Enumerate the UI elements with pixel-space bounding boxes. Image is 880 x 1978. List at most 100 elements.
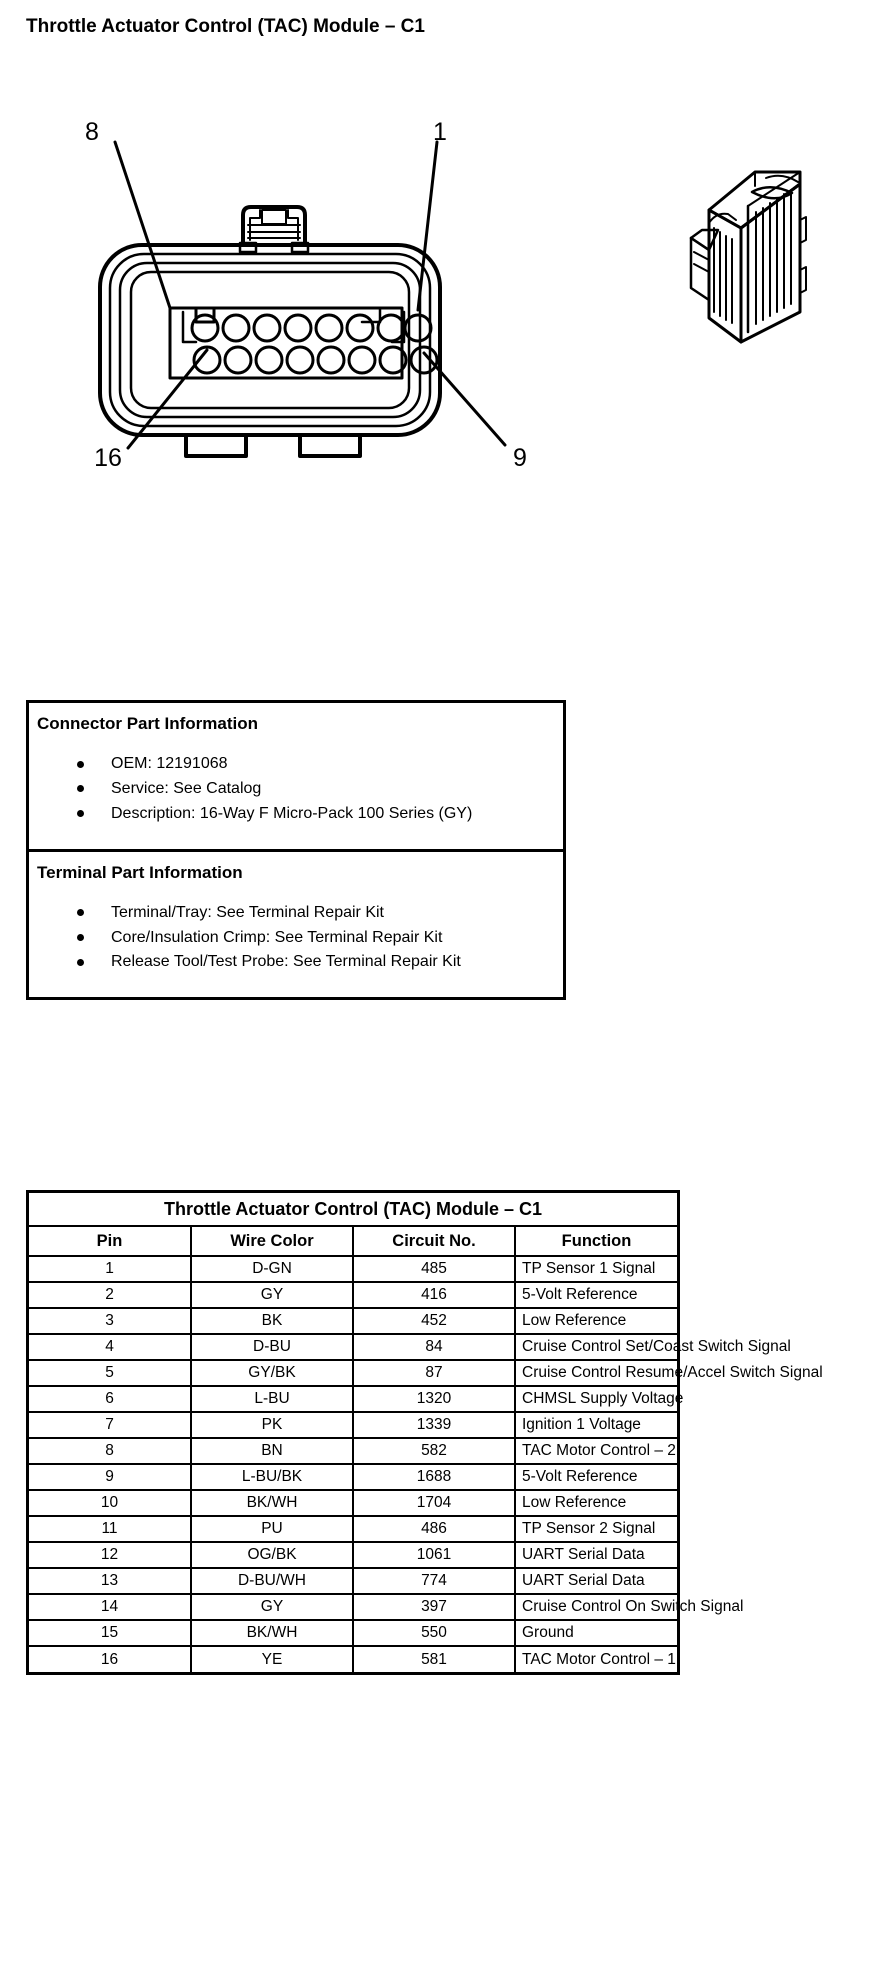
- cell-circuit: 582: [352, 1437, 516, 1465]
- cell-pin: 2: [29, 1281, 192, 1309]
- connector-part-information-section: Connector Part Information OEM: 12191068…: [29, 703, 563, 849]
- cell-function: TAC Motor Control – 1: [514, 1645, 677, 1672]
- bullet-icon: [77, 958, 84, 966]
- cell-wire-color: YE: [190, 1645, 354, 1672]
- cavity-6: [252, 313, 282, 343]
- cell-pin: 7: [29, 1411, 192, 1439]
- pin-assignment-table-wrapper: Throttle Actuator Control (TAC) Module –…: [26, 1190, 823, 1675]
- cell-wire-color: D-GN: [190, 1255, 354, 1283]
- cell-pin: 11: [29, 1515, 192, 1543]
- bullet-icon: [77, 785, 84, 793]
- column-header-wire-color: Wire Color: [190, 1225, 354, 1257]
- cell-wire-color: D-BU: [190, 1333, 354, 1361]
- list-item: Core/Insulation Crimp: See Terminal Repa…: [29, 926, 563, 951]
- cell-pin: 10: [29, 1489, 192, 1517]
- cell-pin: 12: [29, 1541, 192, 1569]
- cell-circuit: 84: [352, 1333, 516, 1361]
- cell-pin: 13: [29, 1567, 192, 1595]
- cell-function: Cruise Control On Switch Signal: [514, 1593, 743, 1621]
- cavity-13: [285, 345, 315, 375]
- cavity-3: [345, 313, 375, 343]
- table-row: 15 BK/WH 550 Ground: [29, 1619, 677, 1647]
- cell-pin: 4: [29, 1333, 192, 1361]
- cell-function: Low Reference: [514, 1489, 677, 1517]
- cell-circuit: 774: [352, 1567, 516, 1595]
- cell-function: UART Serial Data: [514, 1541, 677, 1569]
- cell-wire-color: D-BU/WH: [190, 1567, 354, 1595]
- page-title: Throttle Actuator Control (TAC) Module –…: [26, 16, 425, 37]
- cavity-14: [254, 345, 284, 375]
- table-row: 4 D-BU 84 Cruise Control Set/Coast Switc…: [29, 1333, 791, 1361]
- cell-wire-color: BN: [190, 1437, 354, 1465]
- connector-part-information-heading: Connector Part Information: [37, 714, 259, 733]
- cell-function: TP Sensor 1 Signal: [514, 1255, 677, 1283]
- cavity-7: [221, 313, 251, 343]
- column-header-circuit-no: Circuit No.: [352, 1225, 516, 1257]
- cell-function: TP Sensor 2 Signal: [514, 1515, 677, 1543]
- table-row: 16 YE 581 TAC Motor Control – 1: [29, 1645, 677, 1672]
- leader-line-9: [422, 351, 507, 447]
- bullet-icon: [77, 760, 84, 768]
- cell-pin: 8: [29, 1437, 192, 1465]
- cell-circuit: 486: [352, 1515, 516, 1543]
- cell-wire-color: L-BU/BK: [190, 1463, 354, 1491]
- column-header-pin: Pin: [29, 1225, 192, 1257]
- cell-circuit: 87: [352, 1359, 516, 1387]
- cavity-2: [376, 313, 406, 343]
- callout-label-8: 8: [85, 118, 99, 146]
- callout-label-1: 1: [433, 118, 447, 146]
- terminal-part-information-heading: Terminal Part Information: [37, 862, 243, 882]
- cell-function: Ignition 1 Voltage: [514, 1411, 677, 1439]
- table-row: 8 BN 582 TAC Motor Control – 2: [29, 1437, 677, 1465]
- list-item-text: Service: See Catalog: [111, 780, 262, 798]
- cell-circuit: 452: [352, 1307, 516, 1335]
- table-row: 2 GY 416 5-Volt Reference: [29, 1281, 677, 1309]
- table-row: 11 PU 486 TP Sensor 2 Signal: [29, 1515, 677, 1543]
- cell-circuit: 1320: [352, 1385, 516, 1413]
- cell-function: Cruise Control Resume/Accel Switch Signa…: [514, 1359, 823, 1387]
- connector-part-information-list: OEM: 12191068 Service: See Catalog Descr…: [29, 734, 563, 848]
- cavity-row-bottom: [192, 345, 439, 375]
- connector-figure-svg: 8 1 16 9: [85, 118, 807, 472]
- cell-wire-color: BK: [190, 1307, 354, 1335]
- cell-circuit: 416: [352, 1281, 516, 1309]
- leader-line-1: [416, 140, 439, 312]
- table-row: 9 L-BU/BK 1688 5-Volt Reference: [29, 1463, 677, 1491]
- cell-function: TAC Motor Control – 2: [514, 1437, 677, 1465]
- bullet-icon: [77, 909, 84, 917]
- leader-lines: [113, 140, 507, 450]
- leader-line-16: [126, 348, 209, 450]
- table-row: 6 L-BU 1320 CHMSL Supply Voltage: [29, 1385, 683, 1413]
- bullet-icon: [77, 934, 84, 941]
- connector-latch: [238, 205, 310, 254]
- cell-circuit: 1688: [352, 1463, 516, 1491]
- callout-label-16: 16: [94, 444, 122, 472]
- cell-pin: 6: [29, 1385, 192, 1413]
- connector-isometric: [689, 170, 807, 344]
- cell-pin: 14: [29, 1593, 192, 1621]
- cell-pin: 15: [29, 1619, 192, 1647]
- cavity-5: [283, 313, 313, 343]
- cavity-1: [403, 313, 433, 343]
- leader-line-8: [113, 140, 172, 310]
- list-item-text: Release Tool/Test Probe: See Terminal Re…: [111, 953, 461, 971]
- cavity-15: [223, 345, 253, 375]
- cell-function: Low Reference: [514, 1307, 677, 1335]
- cell-pin: 16: [29, 1645, 192, 1672]
- list-item: Description: 16-Way F Micro-Pack 100 Ser…: [29, 802, 563, 827]
- list-item-text: Terminal/Tray: See Terminal Repair Kit: [111, 903, 384, 921]
- cell-function: 5-Volt Reference: [514, 1281, 677, 1309]
- table-row: 13 D-BU/WH 774 UART Serial Data: [29, 1567, 677, 1595]
- cell-wire-color: PK: [190, 1411, 354, 1439]
- cell-wire-color: PU: [190, 1515, 354, 1543]
- connector-figure: 8 1 16 9: [0, 60, 880, 520]
- connector-feet: [184, 433, 362, 458]
- cell-function: Cruise Control Set/Coast Switch Signal: [514, 1333, 791, 1361]
- table-title-row: Throttle Actuator Control (TAC) Module –…: [29, 1193, 677, 1227]
- table-row: 10 BK/WH 1704 Low Reference: [29, 1489, 677, 1517]
- cell-wire-color: BK/WH: [190, 1489, 354, 1517]
- table-row: 7 PK 1339 Ignition 1 Voltage: [29, 1411, 677, 1439]
- list-item-text: Description: 16-Way F Micro-Pack 100 Ser…: [111, 804, 473, 822]
- list-item: Terminal/Tray: See Terminal Repair Kit: [29, 901, 563, 926]
